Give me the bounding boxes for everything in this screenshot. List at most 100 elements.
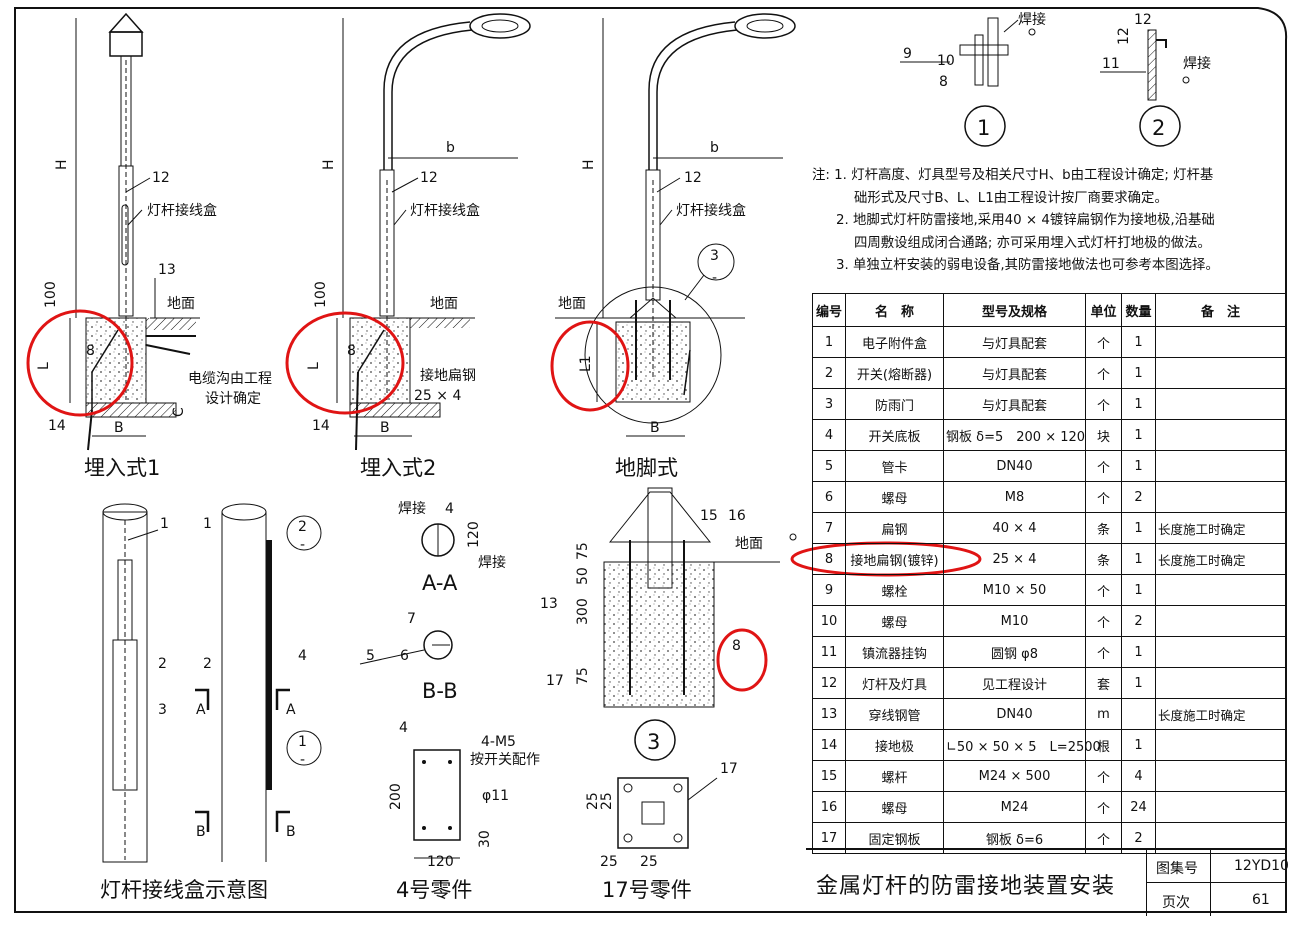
- svg-text:b: b: [710, 140, 719, 156]
- header-name: 名 称: [845, 293, 944, 327]
- row-remark: [1155, 388, 1286, 420]
- svg-text:8: 8: [86, 343, 95, 359]
- row-name: 防雨门: [845, 388, 944, 420]
- row-unit: 条: [1085, 543, 1122, 575]
- row-remark: [1155, 760, 1286, 792]
- svg-text:H: H: [321, 159, 337, 170]
- table-header-row: 编号 名 称 型号及规格 单位 数量 备 注: [812, 293, 1286, 327]
- row-unit: 条: [1085, 512, 1122, 544]
- row-name: 螺杆: [845, 760, 944, 792]
- row-unit: 个: [1085, 326, 1122, 358]
- svg-text:8: 8: [939, 74, 948, 90]
- row-unit: 个: [1085, 357, 1122, 389]
- row-spec: M8: [943, 481, 1086, 513]
- svg-text:300: 300: [575, 598, 591, 625]
- highlight-circle-detail-3: [716, 628, 768, 692]
- row-spec: 见工程设计: [943, 667, 1086, 699]
- row-spec: 与灯具配套: [943, 357, 1086, 389]
- row-no: 6: [812, 481, 846, 513]
- stray-mark: [789, 533, 797, 541]
- svg-text:接地扁钢: 接地扁钢: [420, 367, 476, 384]
- caption-bb: B-B: [422, 679, 458, 703]
- view-anchor: H b 12 灯杆接线盒 3 - 地面 L1 B 地脚式: [555, 13, 796, 480]
- svg-text:B: B: [380, 420, 390, 436]
- svg-text:地面: 地面: [735, 536, 763, 552]
- caption-junction-box: 灯杆接线盒示意图: [100, 878, 268, 902]
- row-unit: 个: [1085, 605, 1122, 637]
- row-remark: [1155, 419, 1286, 451]
- row-qty: 1: [1121, 729, 1156, 761]
- svg-text:100: 100: [313, 281, 329, 308]
- row-name: 接地极: [845, 729, 944, 761]
- svg-text:B: B: [114, 420, 124, 436]
- note-line: 础形式及尺寸B、L、L1由工程设计按厂商要求确定。: [854, 190, 1168, 206]
- note-line: 注: 1. 灯杆高度、灯具型号及相关尺寸H、b由工程设计确定; 灯杆基: [812, 168, 1214, 183]
- svg-text:12: 12: [684, 170, 702, 186]
- row-spec: 与灯具配套: [943, 326, 1086, 358]
- svg-text:7: 7: [407, 611, 416, 627]
- svg-text:3: 3: [158, 702, 167, 718]
- row-name: 开关(熔断器): [845, 357, 944, 389]
- note-line: 3. 单独立杆安装的弱电设备,其防雷接地做法也可参考本图选择。: [836, 258, 1219, 273]
- row-remark: 长度施工时确定: [1155, 512, 1286, 544]
- junction-box-label-2: 灯杆接线盒: [410, 202, 480, 219]
- caption-part-4: 4号零件: [396, 878, 472, 902]
- row-spec: 与灯具配套: [943, 388, 1086, 420]
- svg-text:50: 50: [575, 567, 591, 585]
- section-aa: 焊接 4 120 焊接 A-A: [398, 500, 506, 595]
- svg-text:13: 13: [540, 596, 558, 612]
- row-name: 接地扁钢(镀锌): [845, 543, 944, 575]
- page-label: 页次: [1162, 895, 1190, 911]
- row-name: 管卡: [845, 450, 944, 482]
- row-name: 灯杆及灯具: [845, 667, 944, 699]
- caption-part-17: 17号零件: [602, 878, 692, 902]
- row-unit: 个: [1085, 481, 1122, 513]
- row-no: 2: [812, 357, 846, 389]
- svg-text:A: A: [196, 702, 206, 718]
- row-no: 14: [812, 729, 846, 761]
- row-qty: 2: [1121, 481, 1156, 513]
- svg-text:2: 2: [203, 656, 212, 672]
- caption-embedded-1: 埋入式1: [84, 456, 160, 480]
- svg-text:C: C: [171, 407, 187, 417]
- highlight-circle-embedded-1: [26, 309, 134, 417]
- row-name: 螺母: [845, 605, 944, 637]
- svg-text:4: 4: [399, 720, 408, 736]
- svg-text:4: 4: [298, 648, 307, 664]
- svg-text:15: 15: [700, 508, 718, 524]
- junction-box-label-1: 灯杆接线盒: [147, 202, 217, 219]
- svg-text:L1: L1: [578, 355, 594, 372]
- atlas-no-label: 图集号: [1156, 861, 1198, 877]
- svg-text:14: 14: [312, 418, 330, 434]
- row-remark: [1155, 481, 1286, 513]
- svg-text:25 × 4: 25 × 4: [414, 388, 461, 404]
- svg-text:1: 1: [203, 516, 212, 532]
- row-unit: 个: [1085, 636, 1122, 668]
- svg-text:10: 10: [937, 53, 955, 69]
- svg-text:B: B: [286, 824, 296, 840]
- svg-text:25: 25: [600, 854, 618, 870]
- row-spec: M24: [943, 791, 1086, 823]
- svg-text:3: 3: [647, 730, 660, 754]
- row-qty: 1: [1121, 543, 1156, 575]
- title-block: 金属灯杆的防雷接地装置安装 图集号 12YD10 页次 61: [806, 848, 1289, 916]
- row-unit: 个: [1085, 791, 1122, 823]
- svg-text:设计确定: 设计确定: [205, 391, 261, 407]
- svg-text:75: 75: [575, 542, 591, 560]
- svg-text:4-M5: 4-M5: [481, 734, 516, 750]
- svg-text:12: 12: [152, 170, 170, 186]
- svg-text:75: 75: [575, 667, 591, 685]
- svg-text:200: 200: [388, 783, 404, 810]
- svg-text:25: 25: [640, 854, 658, 870]
- row-no: 13: [812, 698, 846, 730]
- svg-text:1: 1: [160, 516, 169, 532]
- svg-text:焊接: 焊接: [1018, 11, 1046, 28]
- row-remark: [1155, 729, 1286, 761]
